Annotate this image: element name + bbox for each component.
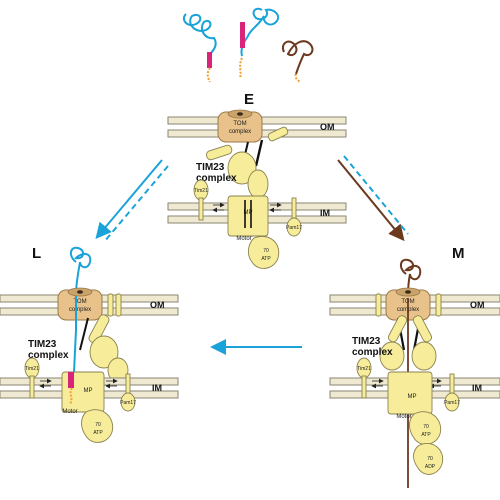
panel-m-precursor [400, 258, 422, 297]
svg-text:TOM: TOM [73, 299, 86, 305]
svg-text:Tim21: Tim21 [194, 188, 208, 194]
panel-l-tim23-body [89, 335, 119, 369]
svg-text:complex: complex [229, 129, 251, 135]
svg-text:ATP: ATP [261, 256, 271, 262]
panel-m-hsp70-adp: 70 ADP [413, 443, 444, 475]
svg-text:complex: complex [196, 173, 237, 184]
panel-e-tim23-channel [254, 139, 264, 167]
svg-text:70: 70 [423, 424, 429, 430]
panel-e-tim21-arm [205, 144, 233, 161]
svg-text:MP: MP [244, 210, 253, 216]
panel-l-title: L [32, 245, 41, 262]
panel-m-tim21: Tim21 [356, 357, 372, 399]
precursor-protein-2 [239, 7, 280, 79]
arrow-e-to-m [337, 155, 409, 242]
panel-e-tim23-body [227, 151, 257, 185]
svg-text:Tim21: Tim21 [25, 366, 39, 372]
panel-l-pam17: Pam17 [120, 373, 136, 412]
arrow-e-to-l [95, 159, 169, 243]
svg-text:MP: MP [84, 388, 93, 394]
panel-m-tim23-body [379, 341, 405, 371]
panel-l-tim50 [88, 314, 110, 344]
panel-e-om-label: OM [320, 122, 335, 132]
svg-text:Motor: Motor [236, 236, 251, 242]
panel-l-om-label: OM [150, 300, 165, 310]
panel-m-tim23-label: TIM23 [352, 336, 381, 347]
svg-text:70: 70 [95, 422, 101, 428]
panel-e-tim23-label: TIM23 [196, 162, 225, 173]
panel-m-om-label: OM [470, 300, 485, 310]
panel-e-tom-complex: TOM complex [217, 109, 263, 143]
svg-text:MP: MP [408, 394, 417, 400]
panel-e-motor: MP Motor 70 ATP [227, 195, 280, 269]
panel-e-im-label: IM [320, 208, 330, 218]
svg-text:complex: complex [28, 350, 69, 361]
panel-e-pam17: Pam17 [286, 197, 302, 237]
panel-l-tim21: Tim21 [24, 357, 40, 399]
svg-text:TOM: TOM [233, 121, 246, 127]
panel-m-title: M [452, 245, 465, 262]
panel-m-pam17: Pam17 [444, 373, 460, 412]
svg-text:Motor: Motor [62, 409, 77, 415]
panel-m-motor: MP Motor 70 ATP [387, 371, 442, 445]
svg-text:complex: complex [352, 347, 393, 358]
panel-l-tim23-label: TIM23 [28, 339, 57, 350]
svg-text:Motor: Motor [396, 414, 411, 420]
panel-m-im-label: IM [472, 383, 482, 393]
svg-text:ATP: ATP [421, 432, 431, 438]
svg-text:70: 70 [263, 248, 269, 254]
svg-text:ATP: ATP [93, 430, 103, 436]
panel-m-tim50 [387, 315, 408, 343]
panel-l-precursor [70, 246, 92, 295]
panel-e-tim50 [267, 126, 289, 142]
svg-text:Pam17: Pam17 [120, 400, 136, 406]
panel-l-tom-complex: TOM complex [57, 287, 103, 321]
precursor-protein-3 [282, 40, 314, 83]
svg-text:Pam17: Pam17 [286, 225, 302, 231]
svg-text:70: 70 [427, 456, 433, 462]
panel-e-tim21: Tim21 [193, 179, 209, 221]
svg-text:complex: complex [69, 307, 91, 313]
panel-l-presequence [68, 372, 74, 388]
precursor-protein-1 [182, 13, 217, 83]
svg-text:ADP: ADP [425, 464, 436, 470]
svg-text:Pam17: Pam17 [444, 400, 460, 406]
svg-text:Tim21: Tim21 [357, 366, 371, 372]
panel-e-title: E [244, 91, 254, 108]
panel-l-im-label: IM [152, 383, 162, 393]
